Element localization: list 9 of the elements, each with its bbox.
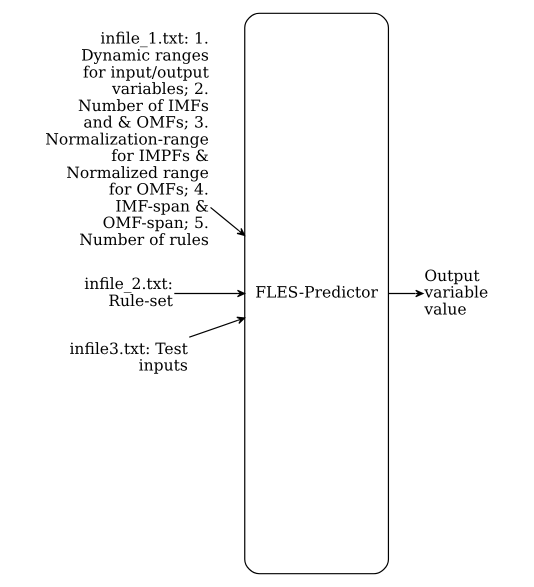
node-text: infile3.txt: Test inputs xyxy=(68,340,188,375)
node-text: Output variable value xyxy=(424,266,488,318)
arrow xyxy=(174,290,245,298)
arrow xyxy=(210,207,245,236)
node-text: infile_1.txt: 1. Dynamic ranges for input/output variables; 2. Number of IMFs and & OMFs; 3. Normalization-range for IMPFs & Normalized range for OMFs; 4. IMF-span & OMF-span; 5. Number of rules xyxy=(44,30,208,249)
arrow xyxy=(388,290,424,298)
node-box: FLES-Predictor xyxy=(244,12,389,574)
node-text: infile_2.txt: Rule-set xyxy=(84,275,172,310)
arrow xyxy=(188,316,245,338)
